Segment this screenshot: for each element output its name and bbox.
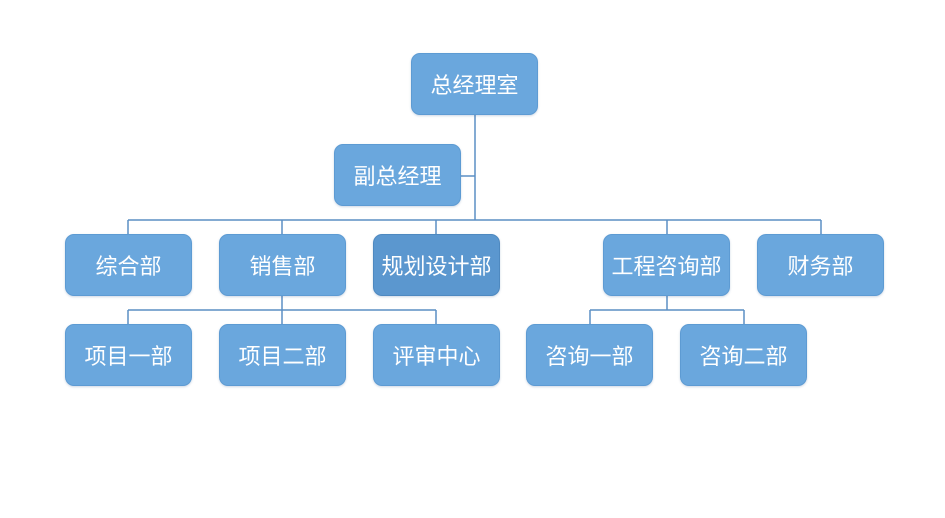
node-review-center: 评审中心 xyxy=(373,324,500,386)
node-general-manager-office: 总经理室 xyxy=(411,53,538,115)
node-general-affairs-dept: 综合部 xyxy=(65,234,192,296)
node-engineering-consulting-dept: 工程咨询部 xyxy=(603,234,730,296)
node-sales-dept: 销售部 xyxy=(219,234,346,296)
node-project-dept-2: 项目二部 xyxy=(219,324,346,386)
node-consulting-dept-2: 咨询二部 xyxy=(680,324,807,386)
node-deputy-general-manager: 副总经理 xyxy=(334,144,461,206)
node-consulting-dept-1: 咨询一部 xyxy=(526,324,653,386)
node-planning-design-dept: 规划设计部 xyxy=(373,234,500,296)
node-project-dept-1: 项目一部 xyxy=(65,324,192,386)
node-finance-dept: 财务部 xyxy=(757,234,884,296)
